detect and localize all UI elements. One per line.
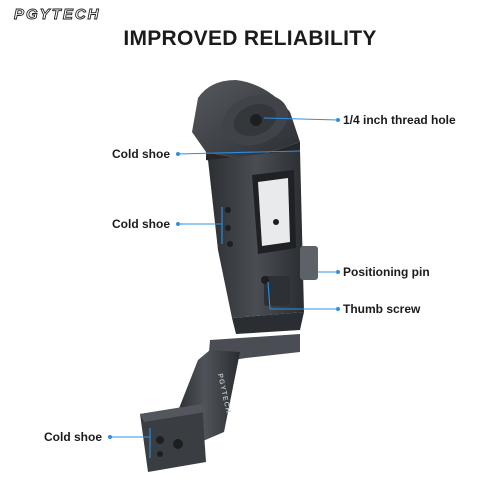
- thumb-screw: [261, 276, 269, 284]
- callout-line-thread-hole: [263, 117, 339, 121]
- label-cold-shoe-middle: Cold shoe: [112, 217, 171, 231]
- thread-hole: [250, 114, 262, 126]
- page-headline: IMPROVED RELIABILITY: [123, 27, 377, 50]
- label-cold-shoe-top: Cold shoe: [112, 147, 171, 161]
- bracket-body: [208, 150, 318, 334]
- label-cold-shoe-bottom: Cold shoe: [44, 430, 103, 444]
- brand-logo: PGYTECH: [14, 6, 101, 24]
- label-thread-hole: 1/4 inch thread hole: [343, 113, 456, 127]
- bracket-arm: PGYTECH: [140, 334, 300, 472]
- positioning-pin: [300, 246, 318, 280]
- callout-line-cold-shoe-top: [177, 150, 301, 155]
- label-positioning-pin: Positioning pin: [343, 265, 430, 279]
- label-thumb-screw: Thumb screw: [343, 302, 421, 316]
